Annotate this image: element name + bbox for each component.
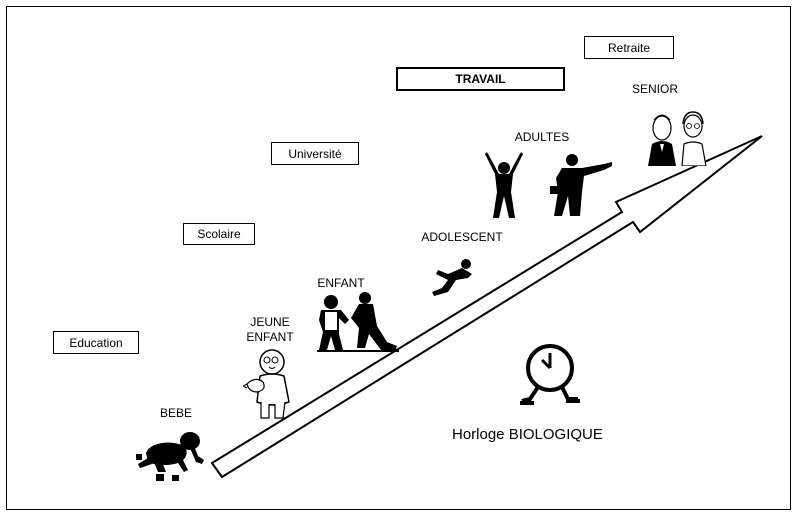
- label-senior: SENIOR: [631, 82, 678, 96]
- clock-icon: [520, 344, 580, 405]
- scolaire-box: Scolaire: [183, 223, 255, 245]
- label-jeune-enfant-1: JEUNE: [250, 315, 290, 329]
- label-adolescent: ADOLESCENT: [421, 230, 503, 244]
- label-enfant: ENFANT: [317, 276, 365, 290]
- universite-box: Université: [271, 142, 359, 165]
- label-bebe: BEBE: [159, 406, 192, 420]
- adult-pointing-icon: [550, 154, 612, 216]
- teen-runner-icon: [432, 259, 472, 296]
- toddler-icon: [243, 349, 290, 419]
- label-adultes: ADULTES: [514, 130, 570, 144]
- outer-frame: [6, 6, 791, 510]
- growth-arrow: [210, 135, 763, 479]
- clock-caption: Horloge BIOLOGIQUE: [452, 426, 603, 443]
- seniors-icon: [648, 111, 707, 166]
- adult-celebrating-icon: [485, 152, 523, 218]
- label-jeune-enfant-2: ENFANT: [246, 330, 294, 344]
- retraite-box: Retraite: [584, 36, 674, 59]
- baby-icon: [136, 432, 204, 481]
- travail-box: TRAVAIL: [396, 67, 565, 91]
- children-icon: [317, 292, 399, 352]
- education-box: Education: [53, 331, 139, 354]
